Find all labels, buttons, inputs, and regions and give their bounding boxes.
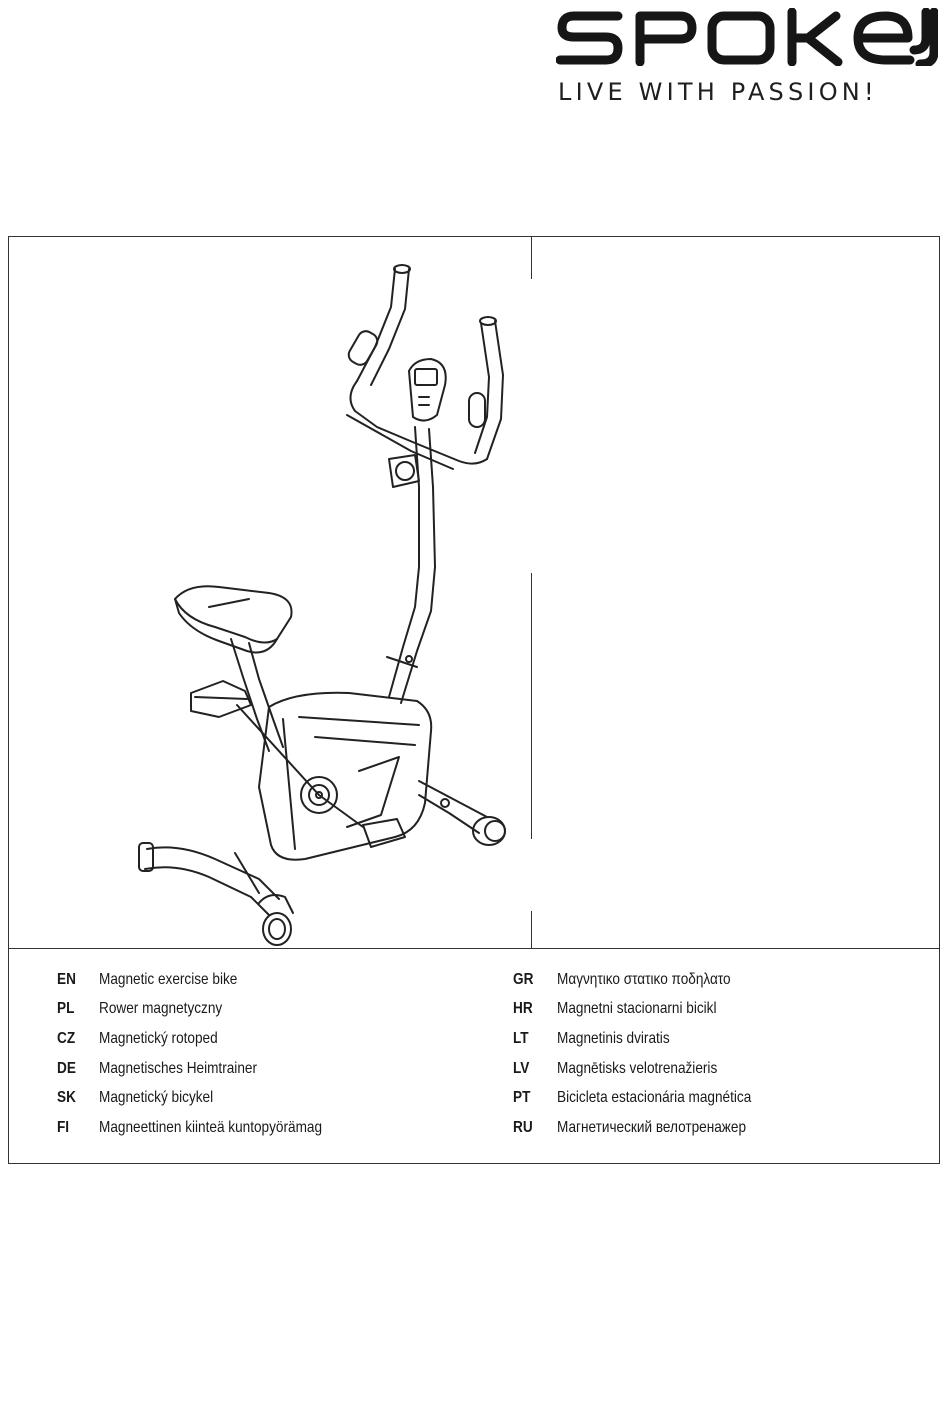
language-code: SK [57,1089,76,1107]
language-code: RU [513,1118,533,1136]
language-code: GR [513,970,534,988]
bike-illustration [138,264,506,946]
product-name: Magnetic exercise bike [99,970,238,988]
list-item: LV Magnētisks velotrenažieris [513,1054,786,1084]
language-code: FI [57,1118,70,1136]
divider-horizontal [9,948,939,949]
list-item: PL Rower magnetyczny [57,995,361,1025]
language-code: PT [513,1089,531,1107]
divider-vertical [531,573,532,839]
brand-tagline: LIVE WITH PASSION! [558,78,878,106]
list-item: RU Магнетический велотренажер [513,1113,786,1143]
product-name: Magnētisks velotrenažieris [557,1059,718,1077]
product-name: Magnetinis dviratis [557,1029,670,1047]
product-name: Magnetisches Heimtrainer [99,1059,257,1077]
divider-vertical [531,911,532,949]
product-name: Магнетический велотренажер [557,1118,747,1136]
divider-vertical [531,237,532,279]
language-code: LV [513,1059,530,1077]
product-frame: EN Magnetic exercise bike PL Rower magne… [8,236,940,1164]
product-name: Magnetický bicykel [99,1089,214,1107]
spokey-logo [556,8,938,66]
list-item: GR Μαγνητικο στατικο ποδηλατο [513,965,786,995]
language-code: EN [57,970,76,988]
list-item: HR Magnetni stacionarni bicikl [513,995,786,1025]
list-item: LT Magnetinis dviratis [513,1024,786,1054]
product-name: Bicicleta estacionária magnética [557,1089,752,1107]
language-list-left: EN Magnetic exercise bike PL Rower magne… [57,965,361,1143]
product-name: Magnetni stacionarni bicikl [557,1000,717,1018]
language-code: DE [57,1059,76,1077]
language-code: CZ [57,1029,76,1047]
list-item: FI Magneettinen kiinteä kuntopyörämag [57,1113,361,1143]
product-name: Magnetický rotoped [99,1029,218,1047]
brand-header: LIVE WITH PASSION! [556,8,944,108]
product-name: Rower magnetyczny [99,1000,223,1018]
language-code: HR [513,1000,533,1018]
product-name: Magneettinen kiinteä kuntopyörämag [99,1118,323,1136]
list-item: EN Magnetic exercise bike [57,965,361,995]
list-item: DE Magnetisches Heimtrainer [57,1054,361,1084]
language-code: LT [513,1029,529,1047]
product-name: Μαγνητικο στατικο ποδηλατο [557,970,731,988]
list-item: PT Bicicleta estacionária magnética [513,1083,786,1113]
list-item: CZ Magnetický rotoped [57,1024,361,1054]
list-item: SK Magnetický bicykel [57,1083,361,1113]
language-code: PL [57,1000,75,1018]
language-list-right: GR Μαγνητικο στατικο ποδηλατο HR Magnetn… [513,965,786,1143]
